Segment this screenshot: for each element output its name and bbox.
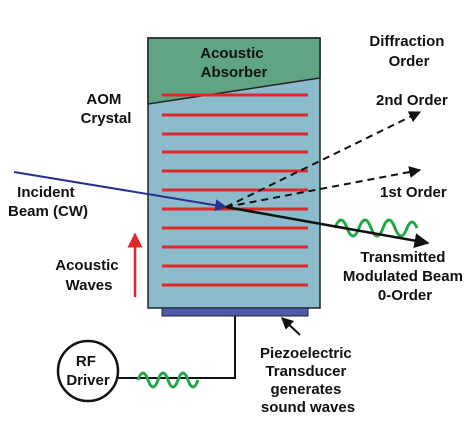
crystal-label: AOM Crystal — [81, 91, 132, 127]
piezo-transducer — [161, 307, 309, 317]
second-order-beam — [225, 111, 422, 208]
zero-order-beam — [225, 205, 430, 249]
transducer-label: Piezoelectric Transducer generates sound… — [260, 345, 356, 416]
acoustic-wavefronts — [162, 93, 308, 287]
second-order-label: 2nd Order — [376, 92, 448, 109]
first-order-label: 1st Order — [380, 184, 447, 201]
rf-wire — [118, 316, 236, 379]
modulated-sine-wave — [333, 218, 419, 238]
incident-beam-label: Incident Beam (CW) — [8, 184, 88, 220]
incident-beam — [13, 171, 228, 212]
transmitted-beam-label: Transmitted Modulated Beam 0-Order — [343, 249, 467, 304]
first-order-beam — [225, 166, 422, 208]
rf-driver-circle — [56, 339, 120, 403]
transducer-pointer-arrow — [281, 317, 301, 336]
rf-driver-label: RF Driver — [66, 353, 110, 389]
diffraction-order-label: Diffraction Order — [369, 33, 448, 70]
acoustic-waves-label: Acoustic Waves — [55, 257, 123, 294]
acoustic-absorber — [147, 37, 321, 105]
absorber-label: Acoustic Absorber — [200, 45, 268, 81]
rf-sine-wave — [136, 371, 200, 389]
